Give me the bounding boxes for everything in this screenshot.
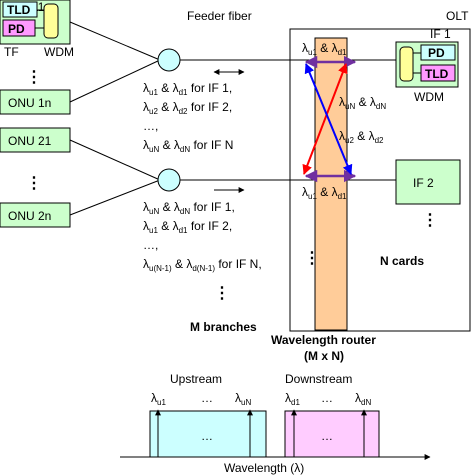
- branch-1-line-2: λu2 & λd2 for IF 2,: [143, 100, 232, 116]
- downstream-top-ellipsis: …: [321, 391, 333, 405]
- downstream-label: Downstream: [285, 372, 352, 386]
- olt-if1-pd-label: PD: [428, 46, 445, 60]
- olt-if2-box: [395, 159, 461, 205]
- onu-1n: ONU 1n: [0, 89, 71, 115]
- router-top-port-label: λu1 & λd1: [302, 41, 347, 57]
- onu-11-tf-label: TF: [4, 45, 19, 59]
- downstream-band-ellipsis: …: [321, 429, 333, 443]
- drop-fiber-onu1n: [69, 59, 161, 103]
- onu-11-wdm-label: WDM: [44, 45, 74, 59]
- spectrum: Upstream Downstream λu1 … λuN … λd1 … λd…: [120, 372, 431, 475]
- olt-if1-tld-label: TLD: [425, 67, 449, 81]
- downstream-band: [284, 410, 380, 458]
- onu-11-pd-label: PD: [8, 22, 25, 36]
- olt-if1-wdm-label: WDM: [414, 90, 444, 104]
- feeder-fiber-label: Feeder fiber: [187, 9, 252, 23]
- olt-dots: ⋮: [422, 212, 438, 229]
- downstream-last-label: λdN: [355, 391, 371, 407]
- drop-fiber-onu11: [69, 21, 161, 61]
- branch-2-wavelengths: λuN & λdN for IF 1, λu1 & λd1 for IF 2, …: [143, 200, 262, 273]
- branch-1-wavelengths: λu1 & λd1 for IF 1, λu2 & λd2 for IF 2, …: [143, 81, 233, 154]
- onu-11-tld-label: TLD: [7, 3, 31, 17]
- onu-11-wdm-box: [43, 3, 59, 39]
- branch-dots: ⋮: [214, 285, 230, 302]
- onu-group-2-dots: ⋮: [26, 175, 42, 192]
- router-cross-label-1: λuN & λdN: [339, 95, 386, 111]
- upstream-label: Upstream: [170, 372, 222, 386]
- m-branches-label: M branches: [190, 320, 257, 334]
- olt-if1-wdm-box: [399, 46, 414, 82]
- olt-if1-title: IF 1: [430, 27, 451, 41]
- olt-frame: [289, 28, 471, 332]
- upstream-last-label: λuN: [235, 391, 251, 407]
- onu-2n-label: ONU 2n: [8, 209, 51, 223]
- onu-21-box: [0, 127, 71, 153]
- splitter-2: [157, 168, 181, 192]
- router-bottom-port-label: λu1 & λd1: [302, 185, 347, 201]
- upstream-top-ellipsis: …: [201, 391, 213, 405]
- branch-2-line-3: …,: [143, 238, 158, 252]
- onu-11: ONU 11 TLD PD TF WDM: [0, 0, 74, 59]
- olt-if1-card: IF 1 PD TLD WDM: [395, 27, 459, 104]
- olt-if2-card: IF 2: [395, 159, 461, 205]
- router-cross-label-2: λu2 & λd2: [339, 129, 384, 145]
- upstream-band-ellipsis: …: [201, 429, 213, 443]
- onu-group-1-dots: ⋮: [26, 69, 42, 86]
- onu-1n-label: ONU 1n: [8, 96, 51, 110]
- wavelength-axis-label: Wavelength (λ): [224, 461, 304, 475]
- router-label-line-1: Wavelength router: [271, 333, 376, 347]
- onu-2n: ONU 2n: [0, 202, 71, 228]
- branch-1-line-4: λuN & λdN for IF N: [143, 138, 233, 154]
- branch-2-line-2: λu1 & λd1 for IF 2,: [143, 219, 232, 235]
- router-dots: ⋮: [304, 250, 320, 267]
- onu-21: ONU 21: [0, 127, 71, 153]
- branch-1-line-3: …,: [143, 119, 158, 133]
- upstream-first-label: λu1: [151, 391, 166, 407]
- router-arrow-blue: [304, 63, 353, 175]
- drop-fiber-onu2n: [69, 179, 161, 216]
- drop-fiber-onu21: [69, 139, 161, 181]
- olt-if2-label: IF 2: [413, 176, 434, 190]
- olt-n-cards-label: N cards: [380, 254, 424, 268]
- downstream-first-label: λd1: [285, 391, 300, 407]
- branch-1-line-1: λu1 & λd1 for IF 1,: [143, 81, 232, 97]
- branch-2-line-1: λuN & λdN for IF 1,: [143, 200, 235, 216]
- branch-2-line-4: λu(N-1) & λd(N-1) for IF N,: [143, 257, 262, 273]
- upstream-band: [149, 410, 267, 458]
- splitter-1: [157, 48, 181, 72]
- wavelength-router: [314, 37, 348, 331]
- router-label-line-2: (M x N): [304, 349, 344, 363]
- onu-21-label: ONU 21: [8, 134, 52, 148]
- olt-title: OLT: [446, 9, 469, 23]
